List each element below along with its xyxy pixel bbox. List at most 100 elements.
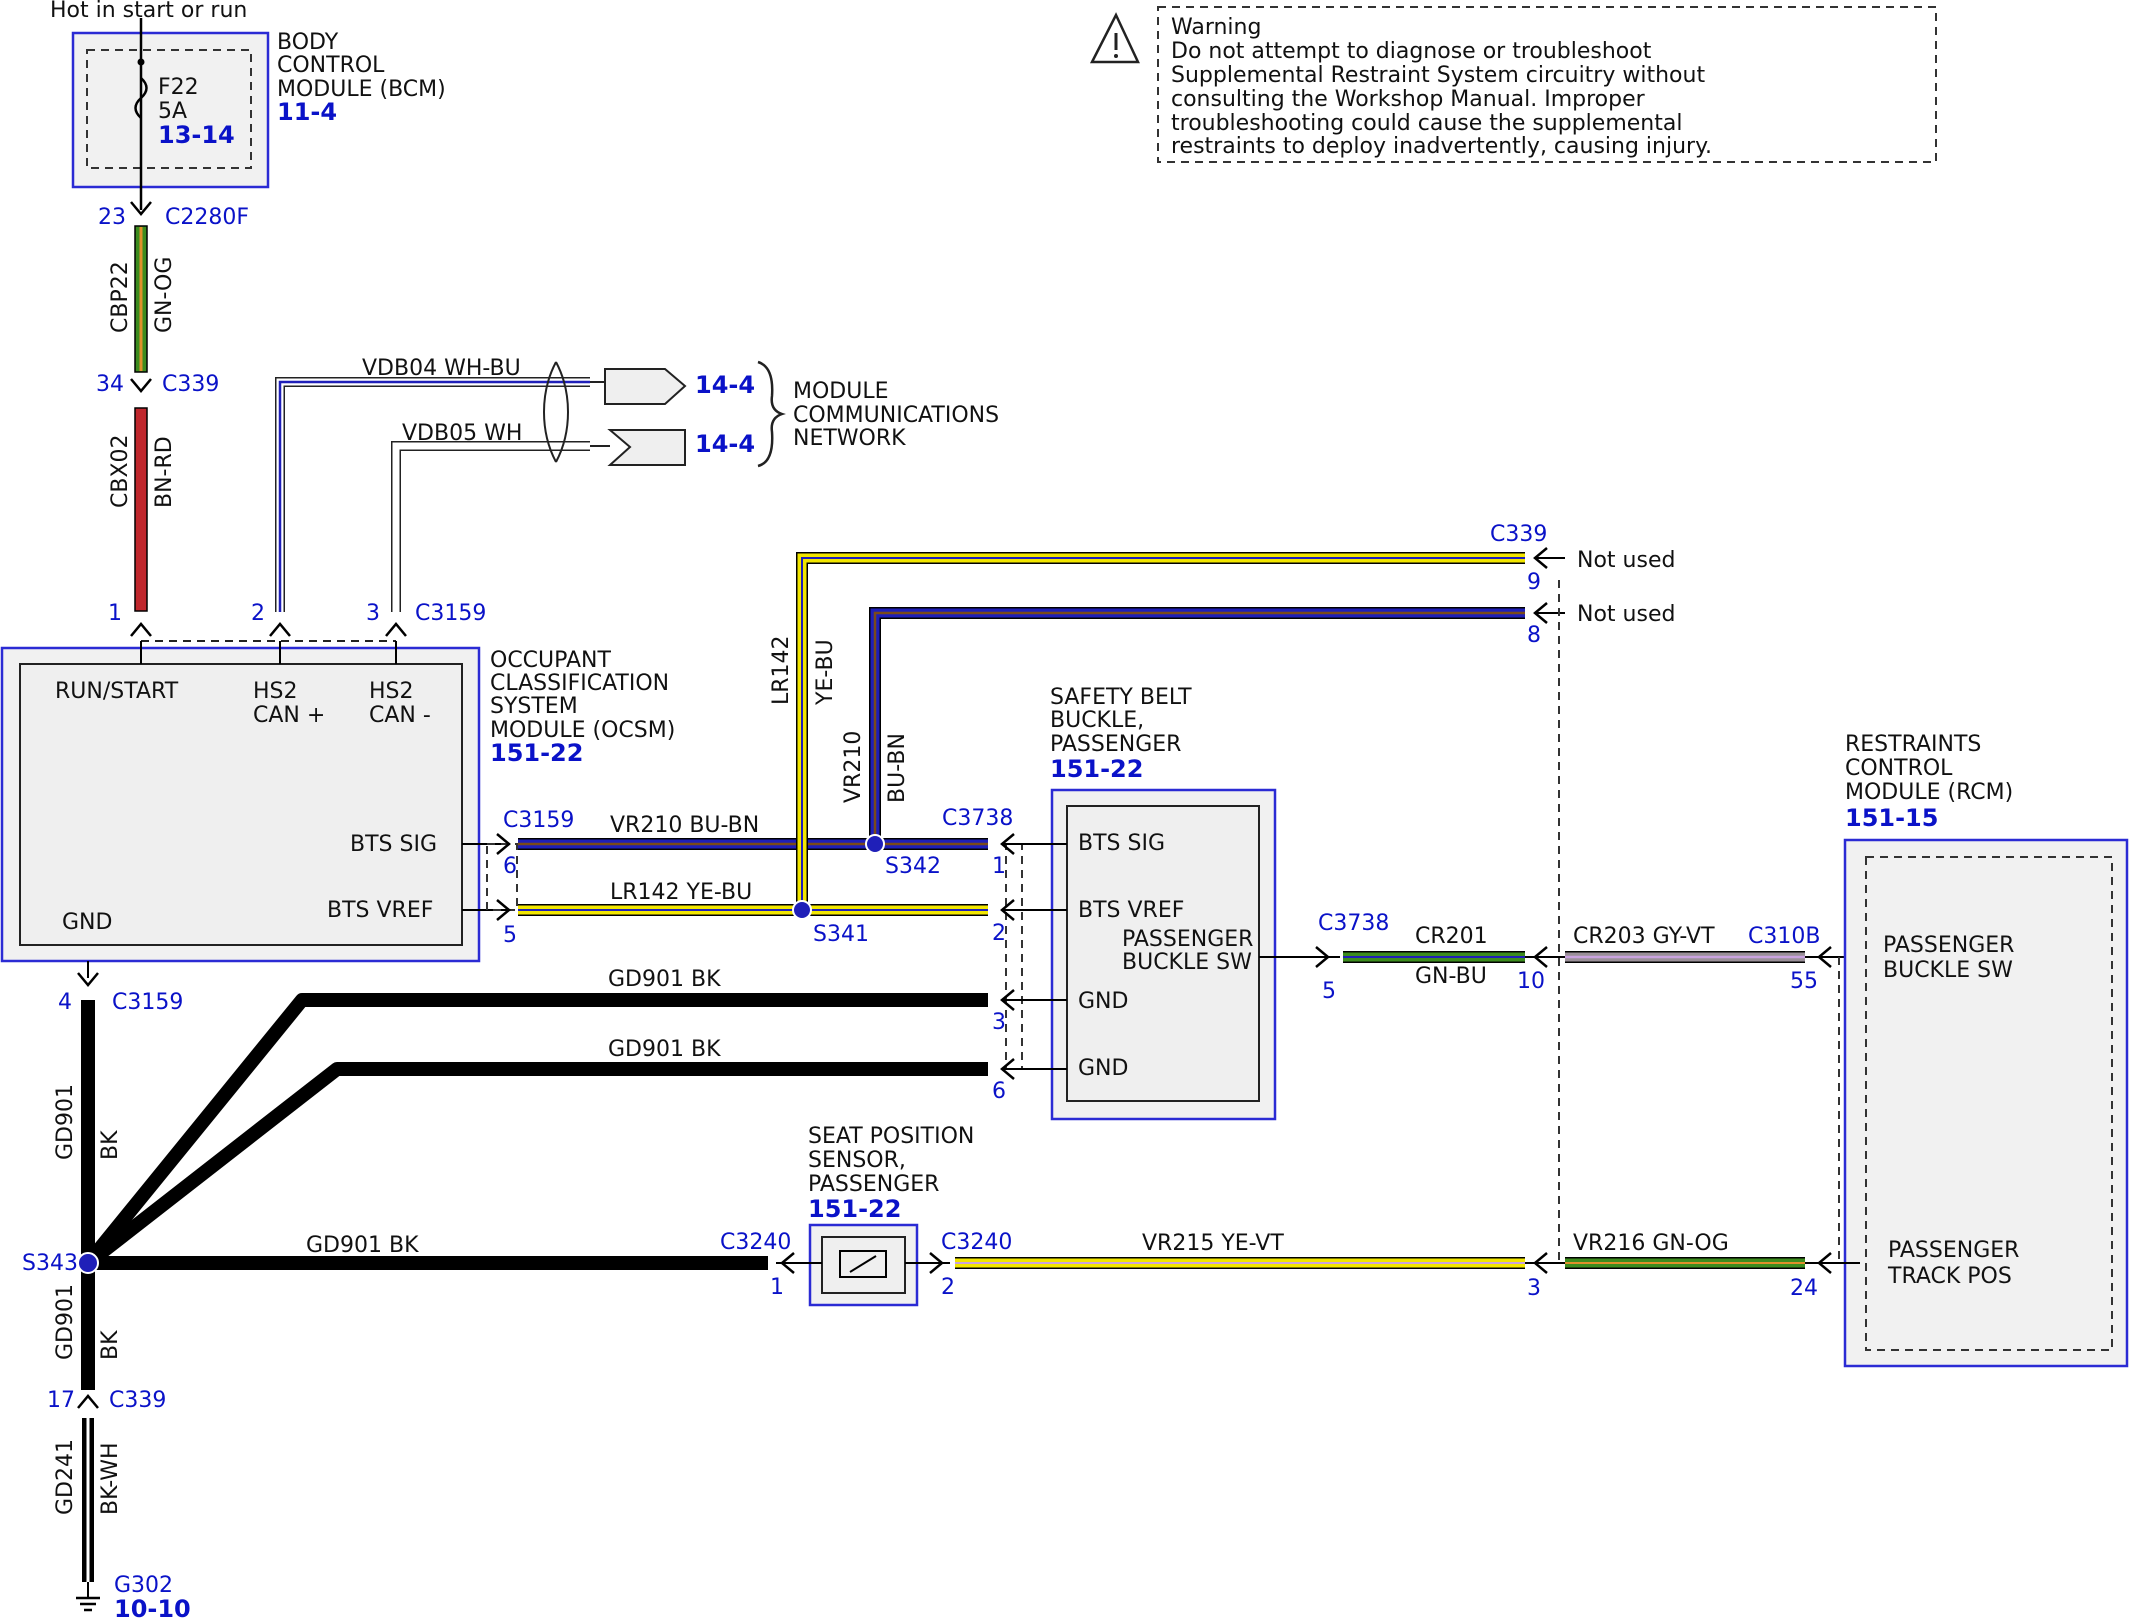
bcm-module-box[interactable] <box>71 31 270 189</box>
connector-c3159-top: C3159 <box>415 601 486 626</box>
network-ref-link-1[interactable]: 14-4 <box>695 371 755 399</box>
buckle-pin-1: 1 <box>992 854 1006 879</box>
ocsm-bts-sig: BTS SIG <box>350 832 437 857</box>
seat-pin-1: 1 <box>770 1275 784 1300</box>
connector-arrow-icon <box>780 1252 795 1274</box>
rcm-track-1: PASSENGER <box>1888 1238 2019 1263</box>
connector-c3159-gnd: C3159 <box>112 990 183 1015</box>
splice-s343-label: S343 <box>22 1251 78 1276</box>
ocsm-inner-box <box>19 663 463 946</box>
wire-vr210-color: BU-BN <box>885 733 910 803</box>
buckle-pin-2: 2 <box>992 921 1006 946</box>
buckle-ref-link[interactable]: 151-22 <box>1050 755 1143 783</box>
rcm-ref-link[interactable]: 151-15 <box>1845 804 1938 832</box>
ocsm-hs2-plus-2: CAN + <box>253 703 325 728</box>
connector-c339-upper: C339 <box>1490 522 1547 547</box>
pin-17: 17 <box>47 1388 75 1413</box>
connector-arrow-icon <box>496 833 511 921</box>
fuse-icon <box>134 77 148 119</box>
ground-ref-link[interactable]: 10-10 <box>114 1595 191 1620</box>
warning-triangle-icon <box>1089 12 1140 64</box>
bcm-ref-link[interactable]: 11-4 <box>277 98 337 126</box>
rcm-name-1: RESTRAINTS <box>1845 732 1981 757</box>
ocsm-ref-link[interactable]: 151-22 <box>490 739 583 767</box>
wire-cr203-label: CR203 GY-VT <box>1573 924 1715 949</box>
warning-line-3: consulting the Workshop Manual. Improper <box>1171 87 1646 112</box>
not-used-label-9: Not used <box>1577 548 1675 573</box>
ocsm-name-1: OCCUPANT <box>490 648 612 673</box>
connector-arrow-icon <box>130 201 152 216</box>
ocsm-pin-5: 5 <box>503 923 517 948</box>
seat-sensor-inner <box>821 1236 906 1294</box>
rcm-inner-outline <box>1865 856 2113 1351</box>
rcm-name-3: MODULE (RCM) <box>1845 780 2013 805</box>
hot-in-start-label: Hot in start or run <box>50 0 247 23</box>
wire-gd901-v1-color: BK <box>98 1130 123 1160</box>
warning-title: Warning <box>1171 15 1261 40</box>
wire-gd901 <box>81 993 988 1390</box>
bcm-name-2: CONTROL <box>277 53 385 78</box>
connector-arrow-icon <box>929 1252 944 1274</box>
ocsm-hs2-minus-2: CAN - <box>369 703 431 728</box>
buckle-name-1: SAFETY BELT <box>1050 685 1192 710</box>
buckle-sw-1: PASSENGER <box>1122 927 1253 952</box>
wire-cbp22-circuit: CBP22 <box>108 261 133 333</box>
connector-arrow-icon <box>77 972 99 987</box>
pin-23: 23 <box>98 205 126 230</box>
wire-cbp22-color: GN-OG <box>152 257 177 333</box>
buckle-pin-5: 5 <box>1322 979 1336 1004</box>
network-pointer-icon <box>604 368 687 405</box>
connector-arrow-icon <box>1315 946 1330 968</box>
warning-line-4: troubleshooting could cause the suppleme… <box>1171 111 1682 136</box>
seat-name-1: SEAT POSITION <box>808 1124 974 1149</box>
wire-gd901-v1-circuit: GD901 <box>53 1084 78 1160</box>
buckle-gnd-2: GND <box>1078 1056 1128 1081</box>
buckle-bts-sig: BTS SIG <box>1078 831 1165 856</box>
warning-line-1: Do not attempt to diagnose or troublesho… <box>1171 39 1652 64</box>
wire-gd901-label-a: GD901 BK <box>608 967 721 992</box>
pin-55: 55 <box>1790 969 1818 994</box>
twisted-pair-icon <box>543 361 569 463</box>
connector-arrow-icon <box>130 378 152 393</box>
seat-name-2: SENSOR, <box>808 1148 906 1173</box>
connector-c3240-right: C3240 <box>941 1230 1012 1255</box>
connector-arrow-icon <box>130 622 407 637</box>
connector-c3738-left: C3738 <box>942 806 1013 831</box>
wire-lr142 <box>518 552 1525 916</box>
brace-icon <box>757 360 786 468</box>
wire-cr201-color: GN-BU <box>1415 964 1487 989</box>
wire-gd901-v2-circuit: GD901 <box>53 1284 78 1360</box>
ocsm-gnd: GND <box>62 910 112 935</box>
pin-3-c339: 3 <box>1527 1276 1541 1301</box>
wire-cbx02 <box>134 407 148 612</box>
pin-8: 8 <box>1527 623 1541 648</box>
wire-vr210-circuit: VR210 <box>841 731 866 803</box>
wire-vdb04 <box>275 377 590 612</box>
buckle-bts-vref: BTS VREF <box>1078 898 1184 923</box>
seat-ref-link[interactable]: 151-22 <box>808 1195 901 1223</box>
ocsm-hs2-minus-1: HS2 <box>369 679 414 704</box>
wire-vr215-label: VR215 YE-VT <box>1142 1231 1284 1256</box>
wire-gd901-label-b: GD901 BK <box>608 1037 721 1062</box>
rcm-buckle-sw-1: PASSENGER <box>1883 933 2014 958</box>
splice-s341 <box>792 900 812 920</box>
network-ref-link-2[interactable]: 14-4 <box>695 430 755 458</box>
wire-gd241 <box>82 1418 94 1582</box>
warning-box <box>1157 6 1937 163</box>
splice-s342 <box>865 834 885 854</box>
ocsm-name-3: SYSTEM <box>490 694 578 719</box>
rcm-buckle-sw-2: BUCKLE SW <box>1883 958 2013 983</box>
wire-vr216-label: VR216 GN-OG <box>1573 1231 1729 1256</box>
wire-vr210-label: VR210 BU-BN <box>610 813 759 838</box>
ocsm-pin-6: 6 <box>503 854 517 879</box>
fuse-name: F22 <box>158 75 199 100</box>
bcm-name-3: MODULE (BCM) <box>277 77 446 102</box>
ground-icon <box>76 1596 100 1612</box>
ocsm-run-start: RUN/START <box>55 679 179 704</box>
rcm-name-2: CONTROL <box>1845 756 1953 781</box>
fuse-ref-link[interactable]: 13-14 <box>158 121 235 149</box>
ocsm-hs2-plus-1: HS2 <box>253 679 298 704</box>
connector-c310b: C310B <box>1748 924 1820 949</box>
buckle-connector-outline <box>1005 843 1023 1070</box>
